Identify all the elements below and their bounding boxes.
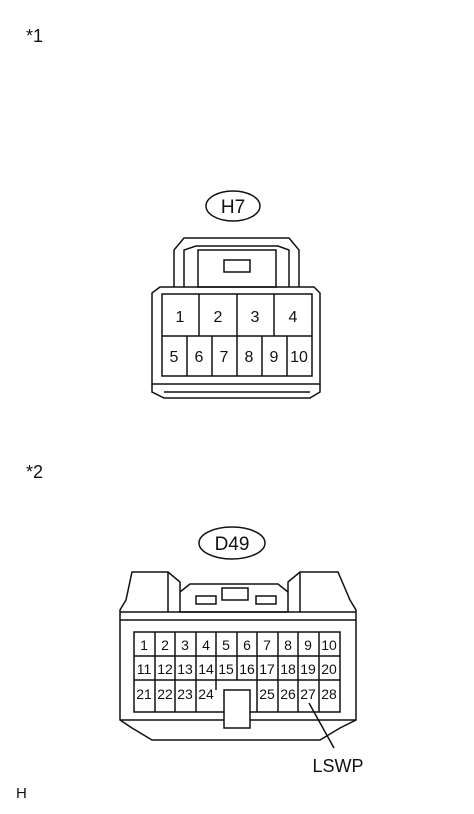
pin-number: 19 xyxy=(300,661,316,677)
pin-number: 4 xyxy=(202,637,210,653)
pin-number: 5 xyxy=(170,349,179,366)
pin-number: 4 xyxy=(289,309,298,326)
pin-number: 8 xyxy=(284,637,292,653)
lswp-leader-line xyxy=(308,702,335,749)
pin-number: 7 xyxy=(220,349,229,366)
pin-number: 16 xyxy=(239,661,255,677)
pin-number: 28 xyxy=(321,686,337,702)
pin-number: 20 xyxy=(321,661,337,677)
pin-number: 26 xyxy=(280,686,296,702)
pin-number: 3 xyxy=(181,637,189,653)
pin-number: 15 xyxy=(218,661,234,677)
d49-label-oval xyxy=(198,526,266,560)
d49-label: D49 xyxy=(215,534,250,555)
pin-number: 6 xyxy=(243,637,251,653)
connector-d49 xyxy=(119,526,357,749)
pin-number: 21 xyxy=(136,686,152,702)
pin-number: 27 xyxy=(300,686,316,702)
pin-number: 9 xyxy=(270,349,279,366)
pin-number: 3 xyxy=(251,309,260,326)
h7-pins-top: 1 2 3 4 xyxy=(176,309,298,326)
marker-1: *1 xyxy=(26,26,43,46)
pin-number: 6 xyxy=(195,349,204,366)
pin-number: 8 xyxy=(245,349,254,366)
pin-number: 12 xyxy=(157,661,173,677)
marker-2: *2 xyxy=(26,462,43,482)
h7-latch xyxy=(173,237,300,287)
pin-number: 1 xyxy=(140,637,148,653)
pin-number: 1 xyxy=(176,309,185,326)
pin-number: 2 xyxy=(161,637,169,653)
pin-number: 10 xyxy=(290,349,308,366)
pin-number: 17 xyxy=(259,661,275,677)
pin-number: 9 xyxy=(304,637,312,653)
connector-h7 xyxy=(151,190,321,399)
pin-number: 24 xyxy=(198,686,214,702)
pin-number: 7 xyxy=(263,637,271,653)
lswp-callout: LSWP xyxy=(312,756,363,776)
pin-number: 5 xyxy=(222,637,230,653)
pin-number: 22 xyxy=(157,686,173,702)
pin-number: 10 xyxy=(321,637,337,653)
pin-number: 13 xyxy=(177,661,193,677)
pin-number: 18 xyxy=(280,661,296,677)
h7-label: H7 xyxy=(221,197,245,218)
footer-code: H xyxy=(16,785,27,802)
pin-number: 23 xyxy=(177,686,193,702)
h7-label-oval xyxy=(205,190,261,222)
pin-number: 2 xyxy=(214,309,223,326)
pin-number: 25 xyxy=(259,686,275,702)
pin-number: 14 xyxy=(198,661,214,677)
pin-number: 11 xyxy=(137,661,152,677)
